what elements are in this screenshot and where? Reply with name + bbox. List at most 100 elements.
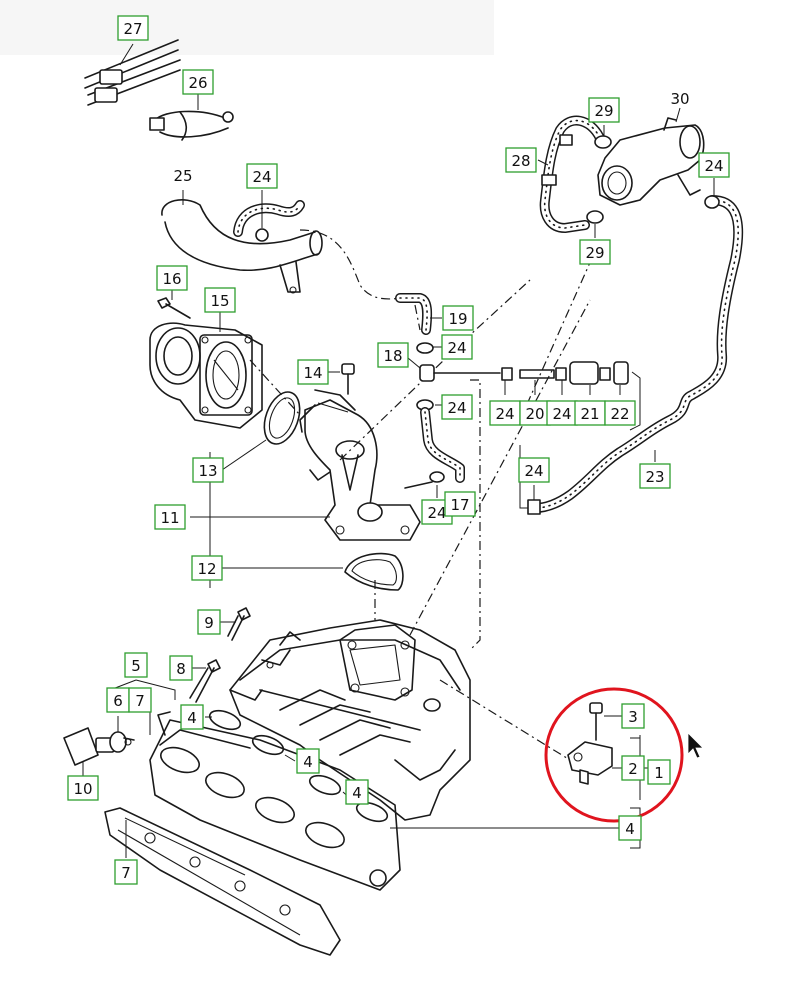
callout-4c: 4: [345, 779, 369, 805]
manifold-flange: [149, 711, 401, 891]
callout-box: [377, 342, 409, 368]
callout-24d: 24: [489, 400, 521, 426]
callout-number: 24: [252, 168, 271, 186]
top-band: [0, 0, 494, 55]
callout-number: 26: [188, 74, 207, 92]
part-25-air-duct: [161, 190, 323, 294]
part-13-gasket-ring: [221, 391, 301, 471]
callout-box: [169, 655, 193, 681]
callout-box: [156, 265, 188, 291]
callout-number: 24: [495, 405, 514, 423]
callout-27: 27: [117, 15, 149, 41]
callout-8: 8: [169, 655, 193, 681]
callout-21: 21: [574, 400, 606, 426]
callout-number: 30: [670, 90, 689, 108]
callout-10: 10: [67, 775, 99, 801]
part-1-sensor-assembly: [390, 702, 648, 849]
callout-box: [204, 287, 236, 313]
callout-box: [618, 815, 642, 841]
valve-18: [407, 342, 501, 382]
callout-number: 11: [160, 509, 179, 527]
part-7-lower-gasket: [104, 807, 341, 956]
callout-box: [197, 609, 221, 635]
callout-2: 2: [621, 755, 645, 781]
hose-24-top: [233, 190, 305, 242]
callout-20: 20: [519, 400, 551, 426]
callout-number: 4: [187, 709, 197, 727]
callout-number: 29: [594, 102, 613, 120]
callout-box: [621, 755, 645, 781]
part-11-intake-elbow: [299, 389, 421, 541]
callout-number: 9: [204, 614, 214, 632]
callout-4a: 4: [180, 704, 204, 730]
callout-box: [246, 163, 278, 189]
callout-number: 27: [123, 20, 142, 38]
callout-number: 14: [303, 364, 322, 382]
callout-16: 16: [156, 265, 188, 291]
highlight-circle: [544, 687, 684, 823]
callout-25: 25: [173, 167, 192, 185]
part-12-gasket: [222, 552, 404, 591]
clamps-29: [586, 125, 612, 238]
callout-number: 1: [654, 764, 664, 782]
callout-number: 4: [352, 784, 362, 802]
part-8-bolt: [189, 659, 221, 703]
callout-box: [297, 359, 329, 385]
callout-box: [191, 555, 223, 581]
callout-number: 28: [511, 152, 530, 170]
callout-7b: 7: [114, 859, 138, 885]
callout-number: 24: [524, 462, 543, 480]
callout-box: [180, 704, 204, 730]
part-27-cable-ties: [84, 39, 181, 106]
hose-23: [519, 178, 744, 515]
callout-29b: 29: [579, 239, 611, 265]
valve-chain-20-22: [501, 361, 641, 431]
callout-box: [489, 400, 521, 426]
callout-box: [124, 652, 148, 678]
callout-box: [114, 859, 138, 885]
callout-14: 14: [297, 359, 329, 385]
hose-17: [404, 399, 465, 498]
callout-29a: 29: [588, 97, 620, 123]
callout-number: 7: [121, 864, 131, 882]
callout-7a: 7: [128, 687, 152, 713]
callout-9: 9: [197, 609, 221, 635]
callout-24e: 24: [546, 400, 578, 426]
callout-30: 30: [670, 90, 689, 108]
callout-28: 28: [505, 147, 537, 173]
callout-box: [128, 687, 152, 713]
callout-number: 21: [580, 405, 599, 423]
callout-number: 22: [610, 405, 629, 423]
callout-4d: 4: [618, 815, 642, 841]
part-14-bolt: [326, 363, 355, 395]
callout-number: 18: [383, 347, 402, 365]
callout-number: 6: [113, 692, 123, 710]
callout-24f: 24: [698, 152, 730, 178]
callout-3: 3: [621, 703, 645, 729]
callout-box: [621, 703, 645, 729]
callout-box: [518, 457, 550, 483]
part-9-bolt: [220, 607, 251, 641]
callout-box: [442, 305, 474, 331]
callout-12: 12: [191, 555, 223, 581]
callout-box: [444, 491, 476, 517]
callout-number: 5: [131, 657, 141, 675]
callout-13: 13: [192, 457, 224, 483]
callout-6: 6: [106, 687, 130, 713]
callout-number: 24: [704, 157, 723, 175]
callout-19: 19: [442, 305, 474, 331]
callout-box: [574, 400, 606, 426]
callout-box: [441, 394, 473, 420]
callout-24b: 24: [441, 334, 473, 360]
part-26-hose-clamp: [149, 92, 234, 141]
callout-box: [441, 334, 473, 360]
callout-number: 2: [628, 760, 638, 778]
callout-box: [117, 15, 149, 41]
intake-manifold: [229, 619, 471, 821]
callout-23: 23: [639, 463, 671, 489]
callout-number: 8: [176, 660, 186, 678]
callout-26: 26: [182, 69, 214, 95]
callout-number: 13: [198, 462, 217, 480]
